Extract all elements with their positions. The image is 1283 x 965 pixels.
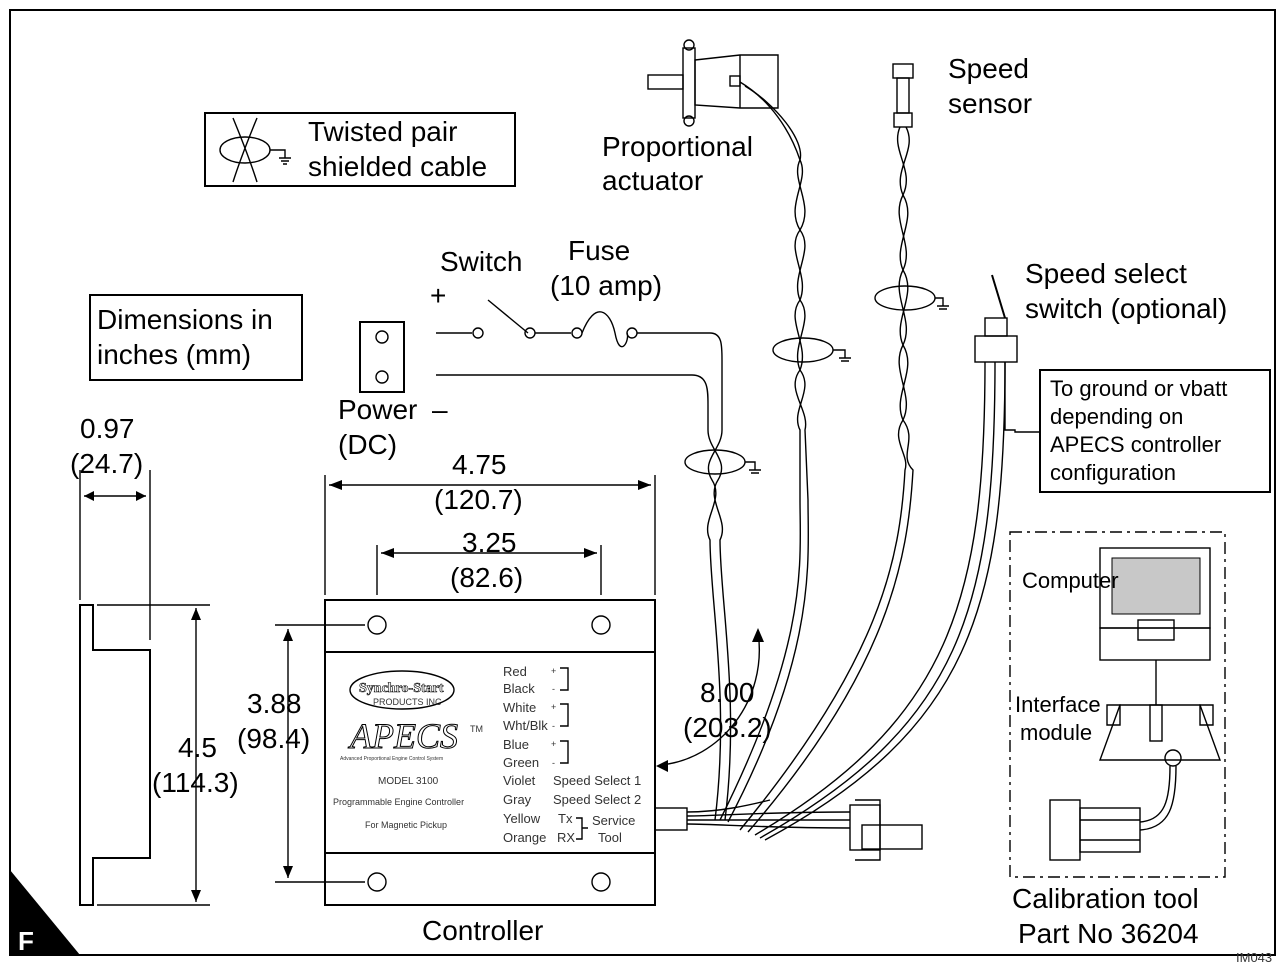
power-circuit: Switch + Fuse (10 amp) Power – (DC) — [338, 235, 761, 821]
service-line1: Service — [592, 813, 635, 828]
wire-violet-fn: Speed Select 1 — [553, 773, 641, 788]
fuse-line1: Fuse — [568, 235, 630, 266]
speed-select-switch: Speed select switch (optional) — [754, 258, 1227, 841]
wire-red: Red — [503, 664, 527, 679]
speed-sensor-line1: Speed — [948, 53, 1029, 84]
product-name: APECS — [348, 716, 458, 756]
wire-black: Black — [503, 681, 535, 696]
power-line1: Power — [338, 394, 417, 425]
wire-orange-fn: RX — [557, 830, 575, 845]
fuse-line2: (10 amp) — [550, 270, 662, 301]
total-height-mm: (114.3) — [152, 767, 239, 798]
wire-violet: Violet — [503, 773, 536, 788]
wire-white-sign: + — [551, 702, 556, 712]
speed-sensor: Speed sensor — [892, 53, 1032, 128]
proportional-actuator: Proportional actuator — [602, 39, 779, 196]
plus-label: + — [430, 280, 446, 311]
width-mm: (120.7) — [434, 484, 523, 515]
hole-spacing-in: 3.25 — [462, 527, 517, 558]
wire-green: Green — [503, 755, 539, 770]
image-id: IM043 — [1236, 950, 1272, 965]
sensor-cable — [739, 126, 949, 833]
corner-tab — [10, 870, 80, 955]
ground-note-line2: depending on — [1050, 404, 1183, 429]
controller-faceplate: Synchro-Start PRODUCTS INC APECS TM Adva… — [333, 664, 641, 845]
width-in: 4.75 — [452, 449, 507, 480]
brand-name: Synchro-Start — [359, 681, 444, 696]
desc2: For Magnetic Pickup — [365, 820, 447, 830]
corner-letter: F — [18, 926, 34, 956]
calibration-tool: Computer Interface module Calibration to… — [1009, 531, 1226, 949]
wire-gray-fn: Speed Select 2 — [553, 792, 641, 807]
ground-note-line4: configuration — [1050, 460, 1176, 485]
cable-legend: Twisted pair shielded cable — [204, 112, 516, 187]
depth-mm: (24.7) — [70, 448, 143, 479]
cable-mm: (203.2) — [683, 712, 772, 743]
height-in: 3.88 — [247, 688, 302, 719]
product-sub: Advanced Proportional Engine Control Sys… — [340, 756, 443, 762]
dimensions-note: Dimensions in inches (mm) — [89, 294, 303, 381]
height-mm: (98.4) — [237, 723, 310, 754]
speed-select-line1: Speed select — [1025, 258, 1187, 289]
model: MODEL 3100 — [378, 776, 439, 787]
wire-blue: Blue — [503, 737, 529, 752]
wire-white: White — [503, 700, 536, 715]
wire-orange: Orange — [503, 830, 546, 845]
power-line2: (DC) — [338, 429, 397, 460]
power-terminal — [359, 321, 405, 393]
actuator-line1: Proportional — [602, 131, 753, 162]
actuator-cable — [719, 81, 851, 823]
wire-blue-sign: + — [551, 739, 556, 749]
wire-whtblk-sign: - — [552, 721, 555, 731]
wire-green-sign: - — [552, 758, 555, 768]
diagram-frame — [9, 9, 1276, 956]
service-line2: Tool — [598, 830, 622, 845]
dimensions-line2: inches (mm) — [97, 339, 251, 370]
ground-note: To ground or vbatt depending on APECS co… — [1039, 369, 1271, 493]
hole-spacing-mm: (82.6) — [450, 562, 523, 593]
wire-yellow-fn: Tx — [558, 811, 573, 826]
controller-front-view: 4.75 (120.7) 3.25 (82.6) 3.88 (98.4) 8.0… — [237, 449, 923, 946]
switch-label: Switch — [440, 246, 522, 277]
trademark: TM — [470, 724, 483, 734]
calibration-line2: Part No 36204 — [1018, 918, 1199, 949]
interface-line2: module — [1020, 720, 1092, 745]
controller-label: Controller — [422, 915, 543, 946]
dimensions-line1: Dimensions in — [97, 304, 273, 335]
wire-whtblk: Wht/Blk — [503, 718, 548, 733]
wire-red-sign: + — [551, 666, 556, 676]
legend-line1: Twisted pair — [308, 116, 457, 147]
wire-black-sign: - — [552, 684, 555, 694]
wire-gray: Gray — [503, 792, 532, 807]
ground-note-line3: APECS controller — [1050, 432, 1221, 457]
speed-select-line2: switch (optional) — [1025, 293, 1227, 324]
wire-yellow: Yellow — [503, 811, 541, 826]
calibration-line1: Calibration tool — [1012, 883, 1199, 914]
brand-sub: PRODUCTS INC — [373, 697, 442, 707]
cable-in: 8.00 — [700, 677, 755, 708]
ground-note-line1: To ground or vbatt — [1050, 376, 1227, 401]
interface-line1: Interface — [1015, 692, 1101, 717]
controller-side-view: 0.97 (24.7) 4.5 (114.3) — [70, 413, 239, 906]
legend-line2: shielded cable — [308, 151, 487, 182]
depth-in: 0.97 — [80, 413, 135, 444]
power-minus: – — [432, 394, 448, 425]
desc1: Programmable Engine Controller — [333, 797, 464, 807]
total-height-in: 4.5 — [178, 732, 217, 763]
speed-sensor-line2: sensor — [948, 88, 1032, 119]
computer-label: Computer — [1022, 568, 1119, 593]
actuator-line2: actuator — [602, 165, 703, 196]
